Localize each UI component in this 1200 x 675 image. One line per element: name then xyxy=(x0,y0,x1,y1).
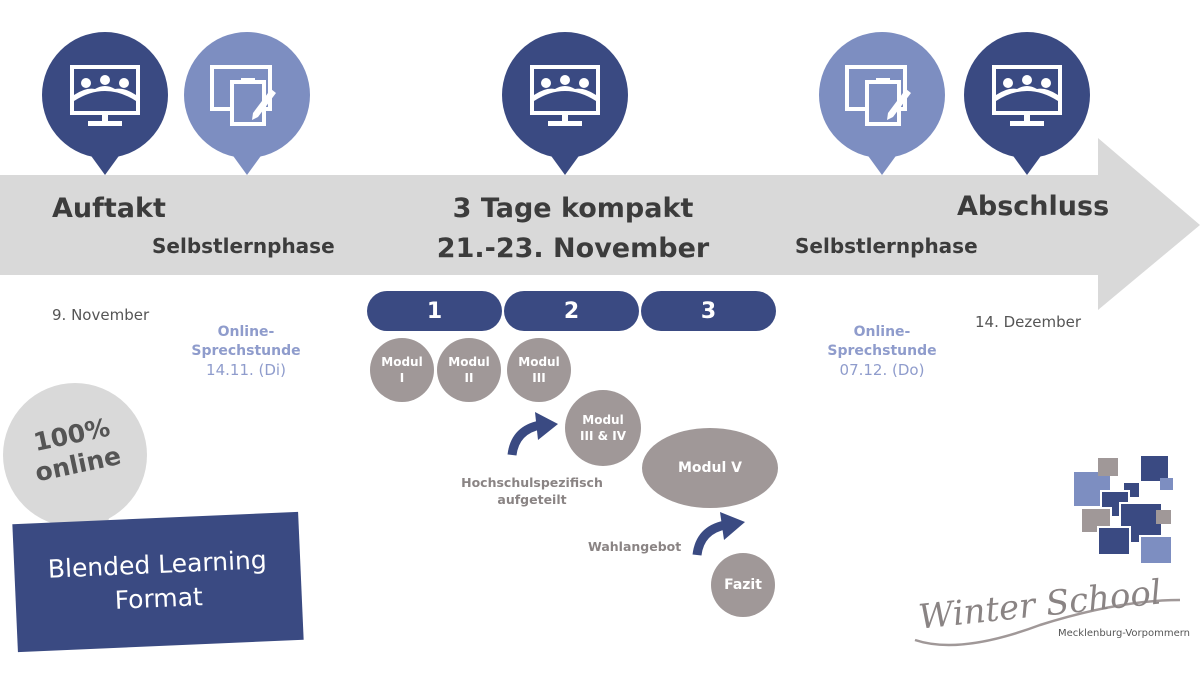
office-hours-label: Online- xyxy=(217,324,275,340)
kompakt-dates: 21.-23. November xyxy=(436,233,710,264)
curved-arrow-icon xyxy=(507,412,558,456)
selbstlernphase-1-label: Selbstlernphase xyxy=(152,234,335,258)
office-hours-date: 14.11. (Di) xyxy=(206,361,286,379)
day-3-pill: 3 xyxy=(641,291,776,331)
abschluss-title: Abschluss xyxy=(957,191,1110,222)
fazit-module: Fazit xyxy=(711,553,775,617)
logo-swoosh xyxy=(914,598,1181,647)
day-2-pill: 2 xyxy=(504,291,639,331)
elective-note: Wahlangebot xyxy=(588,539,682,554)
office-hours-date: 07.12. (Do) xyxy=(839,361,925,379)
office-hours-1: Online- Sprechstunde 14.11. (Di) xyxy=(186,323,306,380)
office-hours-2: Online- Sprechstunde 07.12. (Do) xyxy=(822,323,942,380)
pin-auftakt xyxy=(42,32,168,175)
winter-school-logo-mark xyxy=(1072,456,1173,565)
office-hours-label: Sprechstunde xyxy=(827,343,937,359)
timeline-arrow xyxy=(0,138,1200,310)
module-5: Modul V xyxy=(642,428,778,508)
curved-arrow-icon xyxy=(692,512,745,556)
pin-kompakt xyxy=(502,32,628,175)
office-hours-label: Online- xyxy=(853,324,911,340)
end-date: 14. Dezember xyxy=(975,313,1082,331)
logo-region: Mecklenburg-Vorpommern xyxy=(1058,628,1190,639)
office-hours-label: Sprechstunde xyxy=(191,343,301,359)
day-1-pill: 1 xyxy=(367,291,502,331)
pin-abschluss xyxy=(964,32,1090,175)
selbstlernphase-2-label: Selbstlernphase xyxy=(795,234,978,258)
kompakt-title: 3 Tage kompakt xyxy=(452,193,694,224)
auftakt-title: Auftakt xyxy=(52,193,166,224)
start-date: 9. November xyxy=(52,306,150,324)
